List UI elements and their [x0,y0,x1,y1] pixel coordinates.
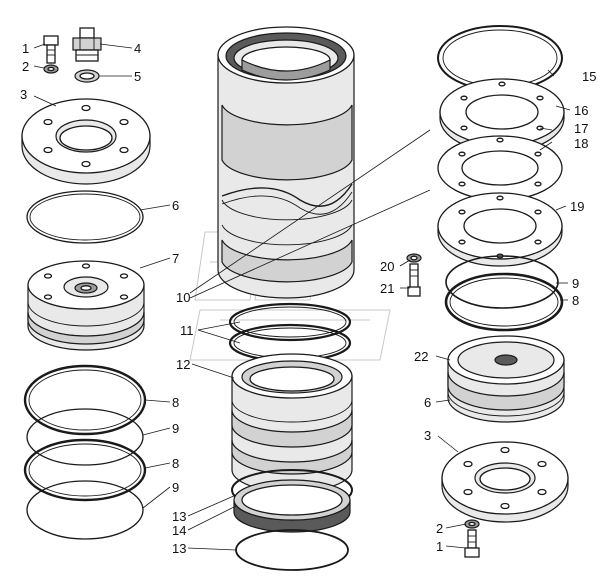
seal-ring-part-8-right [444,272,564,332]
callout-20: 20 [380,259,394,274]
guide-ring-part-9-left-upper [26,408,144,466]
fitting-part-4 [72,27,102,62]
flange-plate-part-19 [437,192,563,267]
callout-labels: 1 2 4 5 3 6 7 8 9 8 9 10 11 12 13 14 13 … [20,41,596,556]
callout-3-bottom: 3 [424,428,431,443]
callout-13-lower: 13 [172,541,186,556]
callout-6-right: 6 [424,395,431,410]
callout-9-right: 9 [572,276,579,291]
callout-2-bottom: 2 [436,521,443,536]
callout-9-left-lower: 9 [172,480,179,495]
o-ring-part-6-left [26,190,144,244]
callout-8-left-upper: 8 [172,395,179,410]
callout-10: 10 [176,290,190,305]
wiper-ring-part-13-lower [235,529,349,571]
seal-rings-part-11 [228,302,352,363]
piston-head-part-22 [447,335,565,423]
flange-part-3-top [21,98,151,185]
callout-22: 22 [414,349,428,364]
callout-16: 16 [574,103,588,118]
washer-part-2-bottom [464,519,480,529]
piston-cover-part-7 [27,260,145,351]
flange-part-3-bottom [441,441,569,523]
seal-ring-part-5 [74,69,100,83]
guide-ring-part-9-right [445,255,559,309]
callout-9-left-upper: 9 [172,421,179,436]
callout-18: 18 [574,136,588,151]
leader-lines [33,43,571,551]
callout-11: 11 [180,323,194,338]
seal-ring-part-8-left-upper [23,364,147,436]
callout-13-upper: 13 [172,509,186,524]
seal-ring-part-8-left-lower [23,438,147,502]
bolt-assembly-part-20-21 [406,253,422,297]
callout-1-bottom: 1 [436,539,443,554]
bolt-part-1-top [43,35,59,64]
callout-2-top: 2 [22,59,29,74]
callout-8-left-lower: 8 [172,456,179,471]
piston-part-12 [231,353,353,493]
callout-3-top: 3 [20,87,27,102]
callout-17: 17 [574,121,588,136]
callout-7: 7 [172,251,179,266]
callout-19: 19 [570,199,584,214]
callout-1-top: 1 [22,41,29,56]
callout-21: 21 [380,281,394,296]
callout-15: 15 [582,69,596,84]
callout-14: 14 [172,523,186,538]
washer-part-2-top [43,64,59,74]
callout-4: 4 [134,41,141,56]
bolt-part-1-bottom [464,529,480,558]
callout-12: 12 [176,357,190,372]
callout-6-left: 6 [172,198,179,213]
callout-8-right: 8 [572,293,579,308]
gasket-part-17-18 [437,135,563,201]
callout-5: 5 [134,69,141,84]
bushing-part-14 [233,479,351,533]
cylinder-sleeve-part-10 [217,26,355,299]
guide-ring-part-9-left-lower [26,480,144,540]
